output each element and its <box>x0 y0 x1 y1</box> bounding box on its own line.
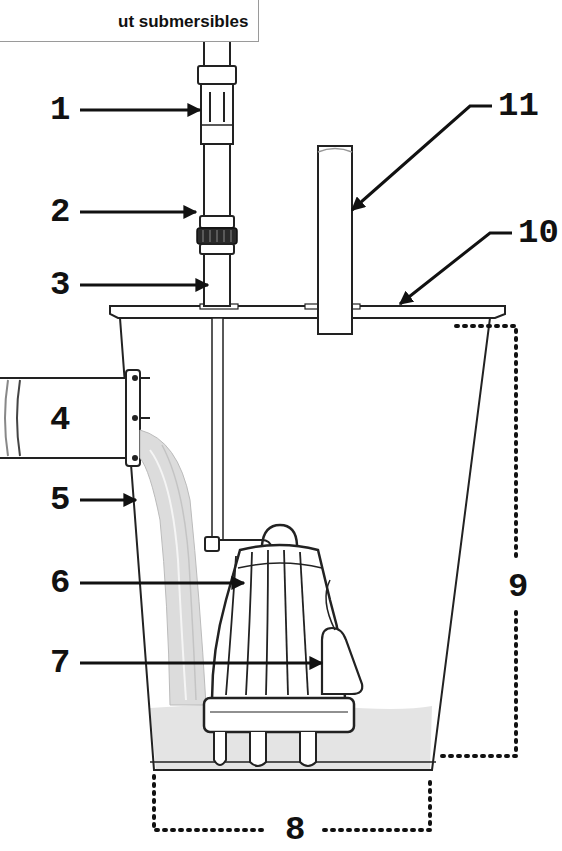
title-box: ut submersibles <box>0 0 259 42</box>
callout-number: 2 <box>50 195 70 229</box>
callout-number: 3 <box>50 268 70 302</box>
callout-number: 11 <box>498 89 539 123</box>
title-text: ut submersibles <box>118 12 250 32</box>
callout-number: 4 <box>50 403 70 437</box>
callout-number: 8 <box>283 813 307 847</box>
callout-number: 6 <box>50 566 70 600</box>
callout-number: 7 <box>50 646 70 680</box>
callout-number: 1 <box>50 93 70 127</box>
callout-number: 5 <box>50 483 70 517</box>
callout-number: 9 <box>506 570 530 604</box>
callout-number: 10 <box>518 216 559 250</box>
